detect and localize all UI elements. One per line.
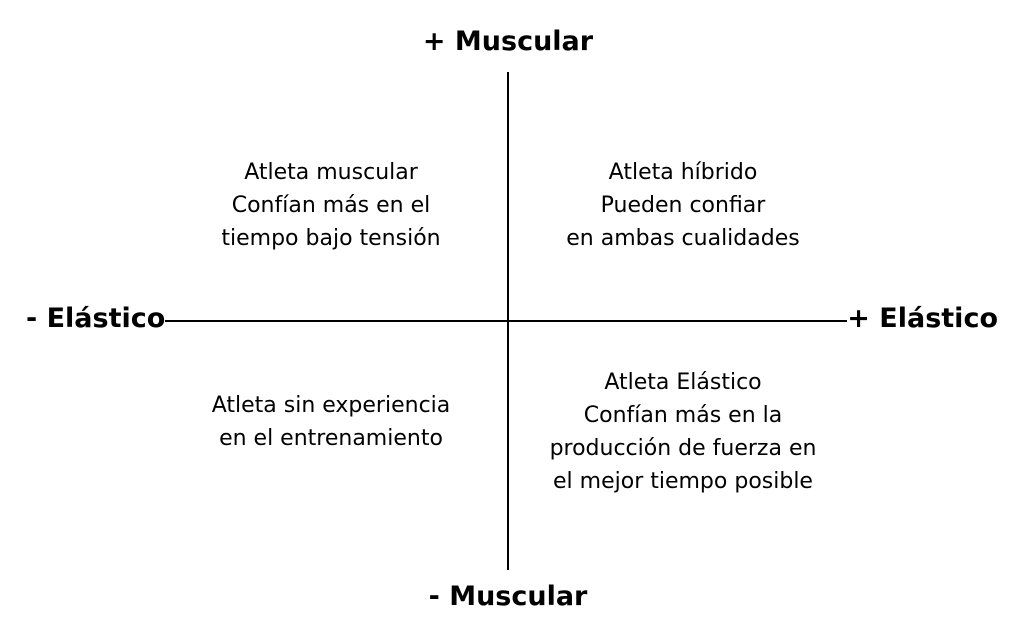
axis-label-top: + Muscular [422,26,594,57]
quadrant-bottom-left: Atleta sin experiencia en el entrenamien… [151,389,511,455]
quadrant-text-line: en el entrenamiento [219,426,443,451]
axis-label-right: + Elástico [847,303,998,334]
quadrant-text-line: tiempo bajo tensión [221,226,441,251]
quadrant-bottom-right: Atleta Elástico Confían más en la produc… [503,366,863,498]
quadrant-text-line: producción de fuerza en [549,436,817,461]
quadrant-text-line: Confían más en el [231,193,431,218]
quadrant-text-line: Pueden confiar [600,193,766,218]
axis-label-bottom: - Muscular [428,581,588,612]
quadrant-top-left: Atleta muscular Confían más en el tiempo… [151,156,511,255]
quadrant-text-line: Atleta sin experiencia [211,393,451,418]
horizontal-axis-line [165,320,847,322]
quadrant-text-line: Atleta híbrido [608,160,758,185]
quadrant-text-line: el mejor tiempo posible [553,469,813,494]
quadrant-top-right: Atleta híbrido Pueden confiar en ambas c… [503,156,863,255]
quadrant-text-line: Atleta muscular [244,160,418,185]
axis-label-left: - Elástico [26,303,166,334]
quadrant-text-line: Atleta Elástico [604,370,762,395]
quadrant-text-line: Confían más en la [583,403,783,428]
quadrant-text-line: en ambas cualidades [566,226,800,251]
